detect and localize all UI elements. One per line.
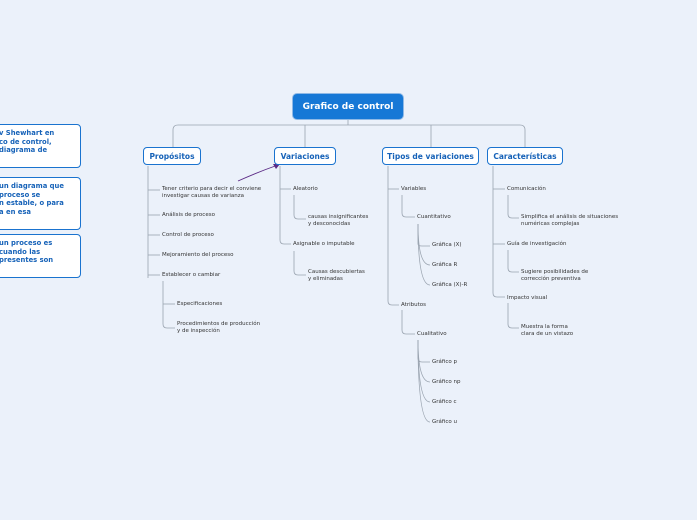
category-variaciones[interactable]: Variaciones — [274, 147, 336, 165]
leaf-simplifica[interactable]: Simplifica el análisis de situaciones nu… — [521, 214, 619, 227]
leaf-grafica-x[interactable]: Gráfica (X) — [432, 242, 462, 248]
note-proceso[interactable]: un proceso es cuando las presentes son — [0, 234, 81, 278]
leaf-grafico-c[interactable]: Gráfico c — [432, 399, 457, 405]
relation-arrow — [237, 164, 279, 182]
leaf-causas-descubiertas[interactable]: Causas descubiertas y eliminadas — [308, 269, 365, 282]
leaf-grafica-r[interactable]: Gráfica R — [432, 262, 458, 268]
category-propositos[interactable]: Propósitos — [143, 147, 201, 165]
leaf-analisis-proceso[interactable]: Análisis de proceso — [162, 212, 215, 218]
leaf-sugiere[interactable]: Sugiere posibilidades de corrección prev… — [521, 269, 589, 282]
leaf-impacto-visual[interactable]: Impacto visual — [507, 295, 548, 301]
leaf-guia-investigacion[interactable]: Guía de investigación — [507, 241, 567, 247]
leaf-comunicacion[interactable]: Comunicación — [507, 186, 546, 192]
leaf-causas-insignificantes[interactable]: causas insignificantes y desconocidas — [308, 214, 369, 227]
leaf-asignable[interactable]: Asignable o imputable — [293, 241, 355, 247]
leaf-grafico-np[interactable]: Gráfico np — [432, 379, 461, 385]
leaf-criterio[interactable]: Tener criterio para decir el conviene in… — [162, 186, 262, 199]
leaf-grafico-u[interactable]: Gráfico u — [432, 419, 457, 425]
arrow-head-icon — [273, 164, 280, 169]
leaf-cualitativo[interactable]: Cualitativo — [417, 331, 447, 337]
leaf-variables[interactable]: Variables — [401, 186, 427, 192]
leaf-grafica-x-r[interactable]: Gráfica (X)-R — [432, 282, 468, 288]
leaf-grafico-p[interactable]: Gráfico p — [432, 359, 457, 365]
category-tipos-de-variaciones[interactable]: Tipos de variaciones — [382, 147, 479, 165]
leaf-muestra-forma[interactable]: Muestra la forma clara de un vistazo — [521, 324, 574, 337]
leaf-establecer[interactable]: Establecer o cambiar — [162, 272, 221, 278]
leaf-aleatorio[interactable]: Aleatorio — [293, 186, 318, 192]
leaf-atributos[interactable]: Atributos — [401, 302, 426, 308]
root-node[interactable]: Grafico de control — [293, 94, 403, 119]
leaf-procedimientos[interactable]: Procedimientos de producción y de inspec… — [177, 321, 261, 334]
leaf-mejoramiento[interactable]: Mejoramiento del proceso — [162, 252, 234, 258]
leaf-cuantitativo[interactable]: Cuantitativo — [417, 214, 451, 220]
note-shewhart[interactable]: v Shewhart en co de control, diagrama de — [0, 124, 81, 168]
leaf-control-proceso[interactable]: Control de proceso — [162, 232, 214, 238]
category-caracteristicas[interactable]: Características — [487, 147, 563, 165]
leaf-especificaciones[interactable]: Especificaciones — [177, 301, 223, 307]
note-diagrama[interactable]: un diagrama que proceso se n estable, o … — [0, 177, 81, 230]
